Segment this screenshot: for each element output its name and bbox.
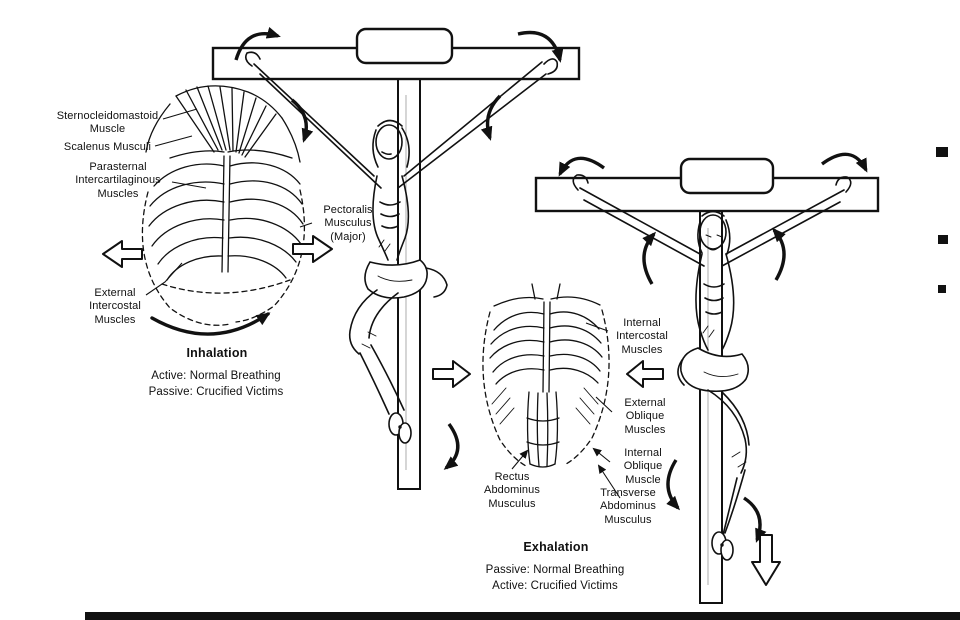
exhalation-caption-passive: Passive: Normal Breathing <box>485 564 625 576</box>
motion-arrow <box>771 227 786 281</box>
left-motion-arrows <box>234 26 564 470</box>
left-hand <box>245 51 261 67</box>
compression-arrow-left <box>626 360 664 388</box>
left-cross <box>211 27 581 490</box>
motion-arrow <box>234 26 281 61</box>
diaphragm-dashed <box>161 279 291 294</box>
label-parasternal: Parasternal Intercartilaginous Muscles <box>75 161 161 200</box>
label-external-intercostal: External Intercostal Muscles <box>89 287 141 326</box>
nail <box>720 543 724 547</box>
bottom-black-bar <box>85 612 960 620</box>
label-scalenus: Scalenus Musculi <box>63 141 152 153</box>
right-cross <box>534 157 880 604</box>
expanded-contour-dashed <box>141 191 231 326</box>
label-internal-oblique: Internal Oblique Muscle <box>623 447 663 486</box>
expansion-arrow-right <box>292 235 333 263</box>
title-placard <box>679 157 775 195</box>
rib-expansion-arrow <box>150 312 271 336</box>
label-rectus-abdominus: Rectus Abdominus Musculus <box>484 471 540 510</box>
right-crucified-figure <box>572 174 852 561</box>
rectus-fiber <box>526 391 531 465</box>
title-placard <box>355 27 454 65</box>
inhalation-title: Inhalation <box>186 346 248 360</box>
right-hand <box>835 176 852 193</box>
head <box>375 124 403 160</box>
label-internal-intercostal: Internal Intercostal Muscles <box>616 317 668 356</box>
motion-arrow <box>443 422 460 470</box>
label-pectoralis: Pectoralis Musculus (Major) <box>323 204 373 243</box>
label-sternocleidomastoid: Sternocleidomastoid Muscle <box>56 110 159 136</box>
scan-artifacts <box>85 147 960 620</box>
motion-arrow <box>820 152 868 173</box>
motion-arrow <box>743 496 767 543</box>
edge-mark <box>936 147 948 157</box>
motion-arrow <box>290 98 314 143</box>
motion-arrow <box>558 156 606 177</box>
contour-dashed <box>482 311 527 467</box>
motion-arrow <box>480 94 502 141</box>
expansion-arrow-left <box>102 240 143 268</box>
exhalation-title: Exhalation <box>523 540 589 554</box>
motion-arrow <box>666 459 681 511</box>
exhalation-ribcage <box>482 283 610 468</box>
inhalation-caption-active: Active: Normal Breathing <box>151 370 281 382</box>
head <box>699 214 727 250</box>
body-drop-arrow-down <box>751 534 781 586</box>
compression-arrow-right <box>432 360 471 388</box>
label-external-oblique: External Oblique Muscles <box>624 397 666 436</box>
inhalation-ribcage <box>141 85 306 336</box>
edge-mark <box>938 285 946 293</box>
exhalation-caption-active: Active: Crucified Victims <box>492 580 618 592</box>
nail <box>398 425 402 429</box>
left-hand <box>572 174 589 191</box>
right-motion-arrows <box>558 152 868 543</box>
inhalation-caption-passive: Passive: Crucified Victims <box>148 386 284 398</box>
motion-arrow <box>642 231 657 285</box>
oblique-hatch <box>491 387 515 425</box>
edge-mark <box>938 235 948 244</box>
leader-lines <box>145 108 621 499</box>
left-crucified-figure <box>245 51 559 444</box>
loincloth <box>680 347 750 393</box>
motion-arrow <box>517 30 564 63</box>
label-transverse-abdominus: Transverse Abdominus Musculus <box>600 487 656 526</box>
block-arrows <box>102 235 781 586</box>
loincloth <box>364 259 428 299</box>
